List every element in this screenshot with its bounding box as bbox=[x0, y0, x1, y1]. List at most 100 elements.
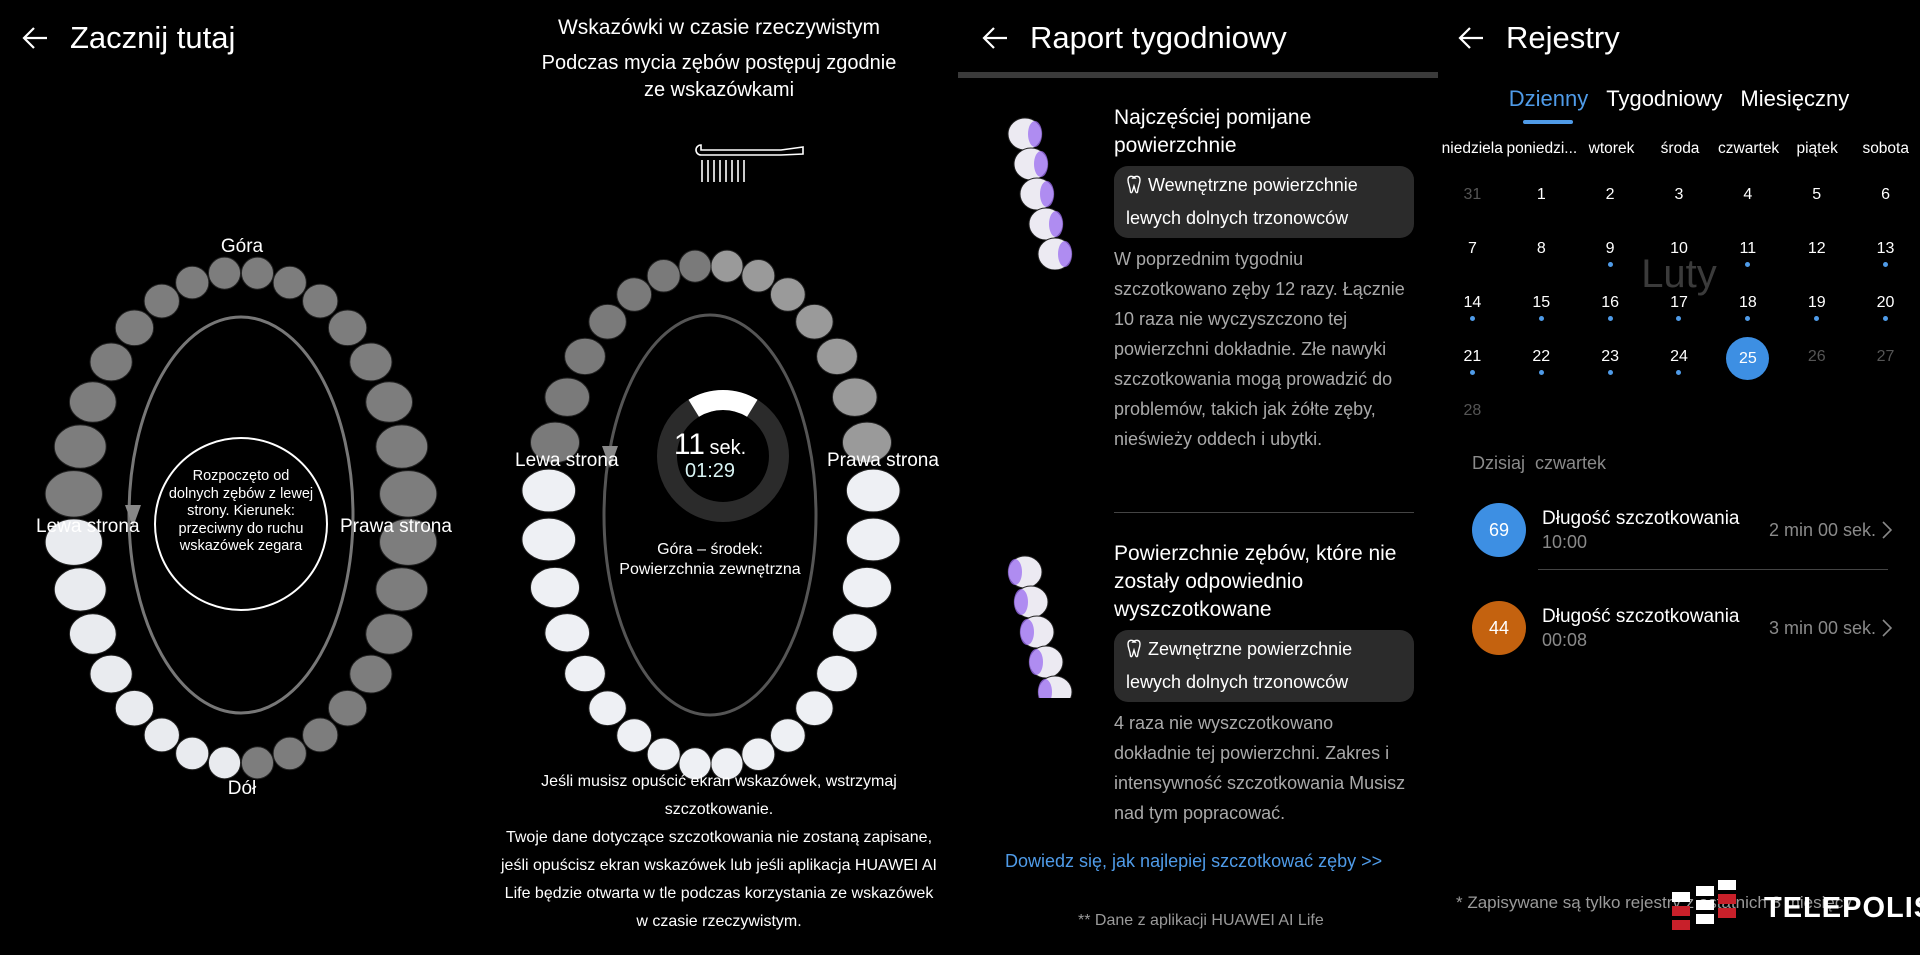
tab-daily[interactable]: Dzienny bbox=[1509, 86, 1588, 124]
teeth-outer-illustration bbox=[1007, 555, 1073, 698]
realtime-guide-panel: Wskazówki w czasie rzeczywistym Podczas … bbox=[480, 0, 958, 955]
calendar-day[interactable]: 17 bbox=[1645, 288, 1714, 342]
page-title: Rejestry bbox=[1506, 20, 1620, 55]
back-button[interactable] bbox=[20, 23, 50, 53]
tooth bbox=[841, 421, 892, 464]
record-item[interactable]: 69 Długość szczotkowania 10:00 2 min 00 … bbox=[1472, 502, 1892, 558]
label-left: Lewa strona bbox=[515, 450, 619, 471]
label-right: Prawa strona bbox=[340, 516, 452, 537]
tooth bbox=[795, 690, 834, 727]
page-title: Wskazówki w czasie rzeczywistym bbox=[557, 16, 881, 39]
teeth-inner-illustration bbox=[1007, 117, 1073, 270]
calendar-day[interactable]: 23 bbox=[1576, 342, 1645, 396]
record-dot-icon bbox=[1469, 370, 1475, 375]
calendar-day[interactable]: 6 bbox=[1851, 180, 1920, 234]
tab-weekly[interactable]: Tygodniowy bbox=[1606, 86, 1723, 111]
day-number: 16 bbox=[1601, 294, 1620, 311]
tab-monthly[interactable]: Miesięczny bbox=[1740, 86, 1850, 111]
missed-surface-highlight bbox=[1008, 559, 1022, 585]
section-body: W poprzednim tygodniu szczotkowano zęby … bbox=[1114, 249, 1405, 449]
day-number: 8 bbox=[1536, 240, 1546, 257]
record-time: 10:00 bbox=[1542, 531, 1588, 552]
calendar-day[interactable]: 21 bbox=[1438, 342, 1507, 396]
back-button[interactable] bbox=[1456, 23, 1486, 53]
calendar-day[interactable]: 11 bbox=[1713, 234, 1782, 288]
section-body: 4 raza nie wyszczotkowano dokładnie tej … bbox=[1114, 713, 1406, 823]
tooth bbox=[207, 256, 242, 290]
missed-surface-highlight bbox=[1049, 211, 1063, 237]
record-dot-icon bbox=[1814, 316, 1820, 321]
zone-label-line2: Powierzchnia zewnętrzna bbox=[619, 561, 801, 578]
record-dot-icon bbox=[1538, 370, 1544, 375]
calendar-day[interactable]: 4 bbox=[1713, 180, 1782, 234]
missed-surface-highlight bbox=[1038, 679, 1052, 698]
tooth bbox=[175, 265, 210, 300]
telepolis-logo-icon bbox=[1672, 880, 1736, 930]
progress-ring-fill bbox=[688, 390, 758, 418]
tooth bbox=[327, 689, 368, 727]
tooth bbox=[143, 283, 180, 319]
calendar-day-selected[interactable]: 25 bbox=[1713, 337, 1782, 396]
calendar-day[interactable]: 2 bbox=[1576, 180, 1645, 234]
record-info: Długość szczotkowania 10:00 bbox=[1542, 508, 1769, 553]
brushing-tips-link[interactable]: Dowiedz się, jak najlepiej szczotkować z… bbox=[1005, 851, 1383, 871]
calendar-day[interactable]: 22 bbox=[1507, 342, 1576, 396]
calendar-day[interactable]: 14 bbox=[1438, 288, 1507, 342]
tooth bbox=[302, 717, 339, 753]
calendar-day[interactable]: 10 bbox=[1645, 234, 1714, 288]
tooth bbox=[44, 518, 103, 566]
records-panel: Rejestry Dzienny Tygodniowy Miesięczny n… bbox=[1438, 0, 1920, 955]
calendar-day[interactable]: 28 bbox=[1438, 396, 1507, 450]
day-number: 31 bbox=[1463, 186, 1482, 203]
calendar-day[interactable]: 20 bbox=[1851, 288, 1920, 342]
tooth bbox=[89, 654, 133, 694]
today-weekday: czwartek bbox=[1535, 453, 1607, 473]
tooth bbox=[365, 613, 414, 655]
calendar-day[interactable]: 13 bbox=[1851, 234, 1920, 288]
tooth bbox=[240, 746, 275, 780]
record-item[interactable]: 44 Długość szczotkowania 00:08 3 min 00 … bbox=[1472, 600, 1892, 656]
tooth bbox=[564, 337, 606, 376]
tooth bbox=[616, 277, 653, 312]
calendar-day[interactable]: 7 bbox=[1438, 234, 1507, 288]
calendar-day[interactable]: 26 bbox=[1782, 342, 1851, 396]
day-number: 28 bbox=[1463, 402, 1482, 419]
tooth bbox=[845, 468, 901, 513]
calendar-day[interactable]: 24 bbox=[1645, 342, 1714, 396]
weekday-label: czwartek bbox=[1718, 140, 1780, 157]
tooth bbox=[710, 249, 744, 283]
weekday-header: niedziela poniedzi... wtorek środa czwar… bbox=[1438, 140, 1920, 158]
calendar-day[interactable]: 18 bbox=[1713, 288, 1782, 342]
label-bottom: Dół bbox=[227, 778, 257, 799]
surface-chip: Wewnętrzne powierzchnie lewych dolnych t… bbox=[1114, 166, 1414, 238]
tooth bbox=[114, 309, 155, 347]
tooth bbox=[379, 470, 438, 518]
tooth bbox=[678, 249, 712, 283]
record-dot-icon bbox=[1745, 262, 1751, 267]
day-number: 17 bbox=[1670, 294, 1688, 311]
back-button[interactable] bbox=[980, 23, 1010, 53]
calendar-day[interactable]: 3 bbox=[1645, 180, 1714, 234]
calendar-day[interactable]: 5 bbox=[1782, 180, 1851, 234]
tooth bbox=[240, 256, 275, 290]
calendar-day[interactable]: 12 bbox=[1782, 234, 1851, 288]
calendar-day[interactable]: 1 bbox=[1507, 180, 1576, 234]
weekday-label: wtorek bbox=[1588, 140, 1635, 157]
elapsed-time: 01:29 bbox=[684, 460, 736, 482]
calendar-day[interactable]: 15 bbox=[1507, 288, 1576, 342]
tooth bbox=[302, 283, 339, 319]
record-dot-icon bbox=[1607, 370, 1613, 375]
calendar-day[interactable]: 27 bbox=[1851, 342, 1920, 396]
weekday-label: poniedzi... bbox=[1506, 140, 1578, 157]
calendar-day[interactable]: 9 bbox=[1576, 234, 1645, 288]
tooth bbox=[143, 717, 180, 753]
calendar-day[interactable]: 19 bbox=[1782, 288, 1851, 342]
calendar-day[interactable]: 8 bbox=[1507, 234, 1576, 288]
record-info: Długość szczotkowania 00:08 bbox=[1542, 606, 1769, 651]
calendar-day[interactable]: 16 bbox=[1576, 288, 1645, 342]
tooth bbox=[769, 718, 806, 753]
timer-value: 11 bbox=[673, 428, 705, 461]
calendar-day[interactable]: 31 bbox=[1438, 180, 1507, 234]
day-number: 27 bbox=[1876, 348, 1895, 365]
